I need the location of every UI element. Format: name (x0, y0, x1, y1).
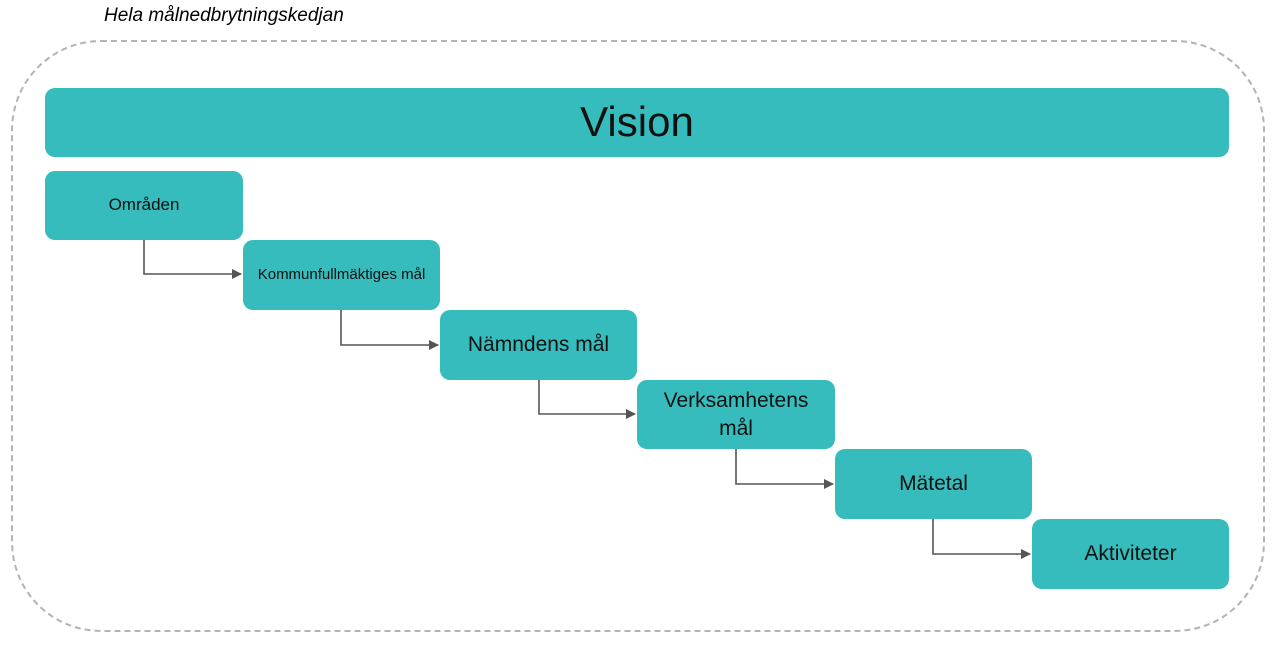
step-box-omraden: Områden (45, 171, 243, 240)
step-label: Områden (108, 195, 180, 215)
step-box-kommunfullmaktiges-mal: Kommunfullmäktiges mål (243, 240, 440, 310)
step-box-matetal: Mätetal (835, 449, 1032, 519)
dashed-frame (11, 40, 1265, 632)
vision-box: Vision (45, 88, 1229, 157)
step-label: Mätetal (899, 472, 968, 496)
step-label: Kommunfullmäktiges mål (257, 266, 426, 284)
step-box-namndens-mal: Nämndens mål (440, 310, 637, 380)
step-label: Aktiviteter (1084, 542, 1177, 566)
diagram-caption: Hela målnedbrytningskedjan (104, 5, 344, 26)
step-box-verksamhetens-mal: Verksamhetens mål (637, 380, 835, 449)
step-label: Nämndens mål (467, 333, 610, 357)
step-label: Verksamhetens mål (663, 389, 809, 440)
vision-label: Vision (580, 98, 694, 146)
step-box-aktiviteter: Aktiviteter (1032, 519, 1229, 589)
